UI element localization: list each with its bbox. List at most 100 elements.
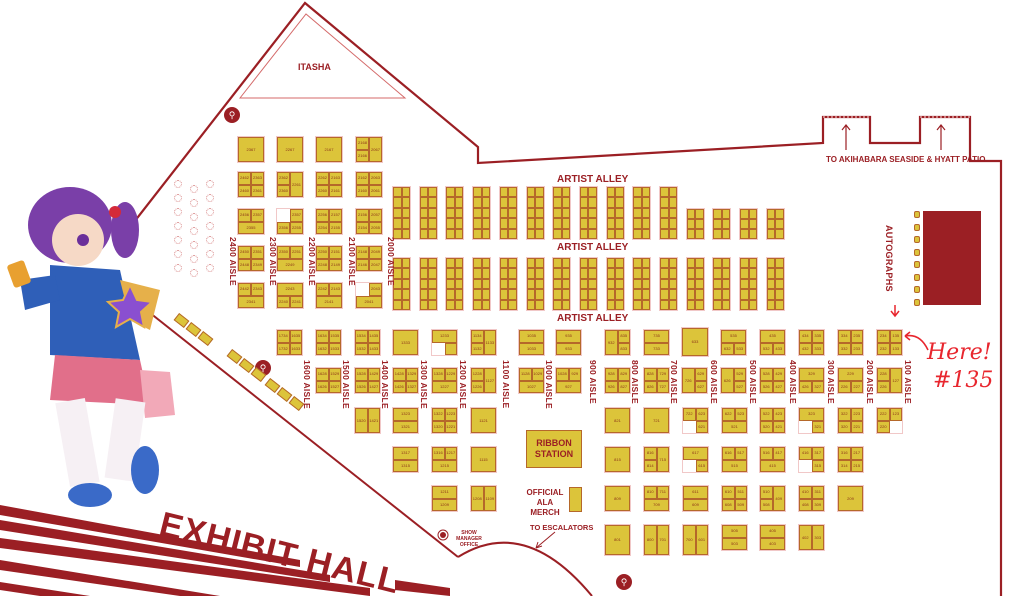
artist-table-cell[interactable] xyxy=(615,207,624,219)
artist-table-cell[interactable] xyxy=(393,289,402,300)
booth-2146[interactable]: 2146 xyxy=(356,258,369,271)
artist-table-cell[interactable] xyxy=(588,228,597,239)
booth-2351[interactable]: 2351 xyxy=(251,246,264,259)
artist-table-cell[interactable] xyxy=(606,289,616,300)
artist-table-cell[interactable] xyxy=(641,197,651,208)
artist-table-cell[interactable] xyxy=(473,278,482,290)
booth-535[interactable]: 535 xyxy=(721,330,746,343)
artist-table-cell[interactable] xyxy=(481,278,491,290)
booth-933[interactable]: 933 xyxy=(556,342,581,355)
artist-table-cell[interactable] xyxy=(686,229,696,239)
artist-table-cell[interactable] xyxy=(660,258,669,269)
booth-229[interactable]: 229 xyxy=(838,368,863,381)
booth-1428[interactable]: 1428 xyxy=(393,368,406,381)
booth-2163[interactable]: 2163 xyxy=(329,172,342,185)
artist-table-cell[interactable] xyxy=(748,268,758,279)
artist-table-cell[interactable] xyxy=(419,228,429,239)
artist-table-cell[interactable] xyxy=(401,187,410,198)
artist-table-cell[interactable] xyxy=(446,207,455,219)
artist-alley-table[interactable] xyxy=(606,187,624,239)
artist-alley-table[interactable] xyxy=(446,258,464,310)
booth-1215[interactable]: 1215 xyxy=(432,459,457,472)
artist-table-cell[interactable] xyxy=(695,209,704,219)
artist-table-cell[interactable] xyxy=(535,278,544,290)
artist-table-cell[interactable] xyxy=(740,219,749,229)
booth-1634[interactable]: 1634 xyxy=(316,330,329,343)
booth-1317[interactable]: 1317 xyxy=(393,447,418,460)
artist-alley-table[interactable] xyxy=(419,187,437,239)
booth-526[interactable]: 526 xyxy=(760,380,773,393)
artist-table-cell[interactable] xyxy=(499,289,509,300)
artist-table-cell[interactable] xyxy=(588,187,597,198)
booth-2242[interactable]: 2242 xyxy=(316,283,329,296)
artist-table-cell[interactable] xyxy=(668,258,677,269)
booth-2061[interactable]: 2061 xyxy=(369,184,382,197)
booth-311[interactable]: 311 xyxy=(811,486,824,499)
artist-table-cell[interactable] xyxy=(668,289,677,300)
booth-316[interactable]: 316 xyxy=(838,447,851,460)
artist-table-cell[interactable] xyxy=(446,278,455,290)
artist-table-cell[interactable] xyxy=(499,187,509,198)
artist-table-cell[interactable] xyxy=(419,187,429,198)
artist-table-cell[interactable] xyxy=(668,218,677,229)
booth-505[interactable]: 505 xyxy=(722,525,747,538)
artist-table-cell[interactable] xyxy=(606,197,616,208)
artist-table-cell[interactable] xyxy=(499,268,509,279)
artist-table-cell[interactable] xyxy=(660,289,669,300)
artist-table-cell[interactable] xyxy=(668,268,677,279)
artist-table-cell[interactable] xyxy=(633,228,642,239)
artist-alley-table[interactable] xyxy=(526,258,544,310)
artist-table-cell[interactable] xyxy=(721,289,731,300)
artist-table-cell[interactable] xyxy=(588,258,597,269)
booth-2167[interactable]: 2167 xyxy=(316,137,342,162)
artist-table-cell[interactable] xyxy=(428,228,437,239)
artist-table-cell[interactable] xyxy=(393,268,402,279)
artist-table-cell[interactable] xyxy=(775,219,784,229)
booth-327[interactable]: 327 xyxy=(811,380,824,393)
artist-table-cell[interactable] xyxy=(553,258,562,269)
artist-table-cell[interactable] xyxy=(446,187,455,198)
artist-table-cell[interactable] xyxy=(401,228,410,239)
booth-1029[interactable]: 1029 xyxy=(531,368,544,381)
artist-table-cell[interactable] xyxy=(695,289,704,300)
booth-1121[interactable]: 1121 xyxy=(471,408,496,433)
artist-table-cell[interactable] xyxy=(561,218,571,229)
artist-table-cell[interactable] xyxy=(499,299,509,310)
booth-709[interactable]: 709 xyxy=(644,498,669,511)
booth-2256[interactable]: 2256 xyxy=(316,209,329,222)
booth-1229[interactable]: 1229 xyxy=(444,368,457,381)
artist-table-cell[interactable] xyxy=(393,187,402,198)
artist-alley-table[interactable] xyxy=(660,258,677,310)
booth-1734[interactable]: 1734 xyxy=(277,330,290,343)
artist-table-cell[interactable] xyxy=(748,209,758,219)
artist-table-cell[interactable] xyxy=(535,197,544,208)
artist-table-cell[interactable] xyxy=(615,258,624,269)
booth-2260[interactable]: 2260 xyxy=(316,184,329,197)
booth-1133[interactable]: 1133 xyxy=(483,330,496,355)
artist-table-cell[interactable] xyxy=(641,187,651,198)
booth-410[interactable]: 410 xyxy=(799,486,812,499)
artist-table-cell[interactable] xyxy=(641,278,651,290)
artist-table-cell[interactable] xyxy=(428,278,437,290)
artist-table-cell[interactable] xyxy=(561,299,571,310)
booth-816[interactable]: 816 xyxy=(644,447,657,460)
artist-table-cell[interactable] xyxy=(508,299,517,310)
artist-table-cell[interactable] xyxy=(615,289,624,300)
artist-table-cell[interactable] xyxy=(481,218,491,229)
booth-2141[interactable]: 2141 xyxy=(316,295,342,308)
artist-table-cell[interactable] xyxy=(526,228,535,239)
artist-table-cell[interactable] xyxy=(553,299,562,310)
booth-2166[interactable]: 2166 xyxy=(356,149,369,162)
artist-table-cell[interactable] xyxy=(526,207,535,219)
booth-2049[interactable]: 2049 xyxy=(369,246,382,259)
booth-711[interactable]: 711 xyxy=(656,486,669,499)
artist-table-cell[interactable] xyxy=(508,258,517,269)
artist-table-cell[interactable] xyxy=(579,268,589,279)
artist-alley-table[interactable] xyxy=(526,187,544,239)
artist-table-cell[interactable] xyxy=(641,258,651,269)
artist-table-cell[interactable] xyxy=(775,229,784,239)
artist-table-cell[interactable] xyxy=(748,299,758,310)
artist-alley-table[interactable] xyxy=(393,187,410,239)
artist-table-cell[interactable] xyxy=(695,219,704,229)
booth-2462[interactable]: 2462 xyxy=(238,172,251,185)
